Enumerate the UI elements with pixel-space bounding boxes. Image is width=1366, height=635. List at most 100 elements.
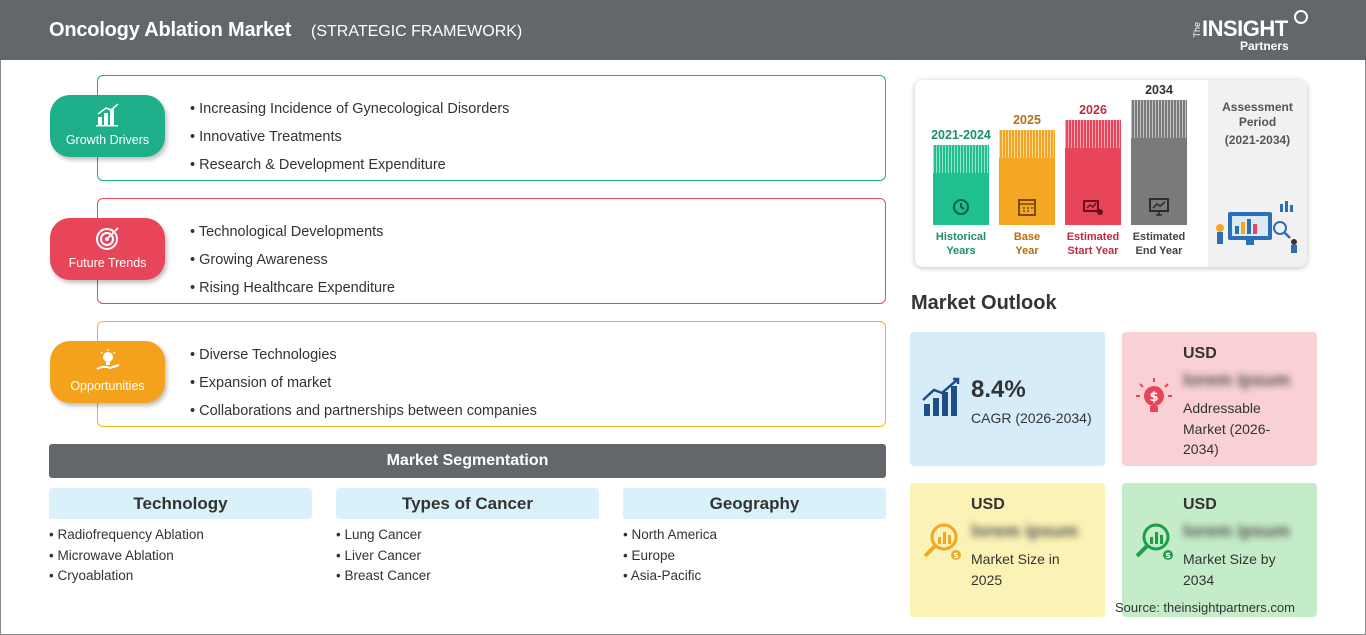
timeline-bar (933, 145, 989, 225)
page-subtitle: (STRATEGIC FRAMEWORK) (311, 23, 523, 40)
list-item: Liver Cancer (336, 546, 599, 567)
logo-ring-icon (1294, 10, 1308, 24)
cagr-label: CAGR (2026-2034) (971, 410, 1092, 426)
timeline-caption: Estimated Start Year (1051, 230, 1135, 258)
assessment-period: (2021-2034) (1224, 133, 1291, 147)
timeline-caption: Estimated End Year (1117, 230, 1201, 258)
caption-line: Historical (935, 231, 987, 243)
list-item: Cryoablation (49, 566, 312, 587)
svg-text:$: $ (1165, 551, 1171, 560)
lightbulb-hand-icon (96, 349, 120, 370)
future-trends-label: Future Trends (68, 256, 147, 270)
market-size-2034-desc: Market Size by 2034 (1183, 549, 1276, 590)
list-item: Lung Cancer (336, 525, 599, 546)
timeline-bar (1131, 100, 1187, 225)
market-size-2025-desc: Market Size in 2025 (971, 549, 1060, 590)
opportunities-list: Diverse Technologies Expansion of market… (190, 341, 537, 425)
list-item: Collaborations and partnerships between … (190, 397, 537, 425)
caption-line: End Year (1135, 245, 1183, 257)
caption-line: Start Year (1067, 245, 1119, 257)
list-item: Radiofrequency Ablation (49, 525, 312, 546)
logo-partners-text: Partners (1240, 39, 1289, 53)
currency-label: USD (1183, 345, 1217, 362)
insight-partners-logo: The INSIGHT Partners (1190, 8, 1320, 54)
future-trends-badge: Future Trends (50, 218, 165, 280)
timeline-base: 2025 (999, 113, 1055, 225)
source-citation: Source: theinsightpartners.com (1115, 600, 1295, 615)
list-item: Diverse Technologies (190, 341, 537, 369)
segment-list: North America Europe Asia-Pacific (623, 525, 886, 587)
segment-list: Radiofrequency Ablation Microwave Ablati… (49, 525, 312, 587)
growth-drivers-box: Increasing Incidence of Gynecological Di… (97, 75, 886, 181)
addressable-market-card: USD lorem ipsum $ Addressable Market (20… (1122, 332, 1317, 466)
market-outlook-title: Market Outlook (911, 292, 1057, 314)
future-trends-list: Technological Developments Growing Aware… (190, 218, 395, 302)
currency-label: USD (971, 496, 1005, 513)
opportunities-label: Opportunities (70, 379, 145, 393)
cagr-card: 8.4% CAGR (2026-2034) (910, 332, 1105, 466)
magnifier-chart-green-icon: $ (1135, 523, 1173, 560)
growth-drivers-label: Growth Drivers (65, 133, 150, 147)
caption-line: Estimated (1066, 231, 1120, 243)
assessment-title: Assessment Period (1208, 100, 1307, 130)
list-item: Europe (623, 546, 886, 567)
target-icon (96, 227, 119, 250)
market-size-2025-value: lorem ipsum (971, 521, 1079, 541)
segment-heading: Types of Cancer (336, 488, 599, 519)
magnifier-chart-icon: $ (923, 523, 961, 560)
presentation-icon (1083, 200, 1103, 215)
list-item: Growing Awareness (190, 246, 395, 274)
list-item: Rising Healthcare Expenditure (190, 274, 395, 302)
segment-types-of-cancer: Types of Cancer Lung Cancer Liver Cancer… (336, 488, 599, 587)
segment-technology: Technology Radiofrequency Ablation Micro… (49, 488, 312, 587)
timeline-start: 2026 (1065, 103, 1121, 225)
list-item: Microwave Ablation (49, 546, 312, 567)
list-item: Research & Development Expenditure (190, 151, 509, 179)
page-title: Oncology Ablation Market (49, 19, 292, 41)
desc-line: Addressable (1183, 400, 1261, 416)
timeline-year: 2026 (1079, 103, 1107, 117)
desc-line: Market Size in (971, 551, 1060, 567)
market-segmentation-header: Market Segmentation (49, 444, 886, 478)
list-item: Expansion of market (190, 369, 537, 397)
growth-chart-icon (922, 377, 960, 416)
lightbulb-dollar-icon: $ (1136, 378, 1172, 412)
timeline-caption: Historical Years (919, 230, 1003, 258)
timeline-bar (999, 130, 1055, 225)
caption-line: Estimated (1132, 231, 1186, 243)
opportunities-box: Diverse Technologies Expansion of market… (97, 321, 886, 427)
timeline-year: 2021-2024 (931, 128, 991, 142)
market-size-2034-card: USD lorem ipsum $ Market Size by 2034 (1122, 483, 1317, 617)
monitor-chart-icon (1149, 198, 1169, 216)
assessment-title-line: Period (1238, 115, 1277, 129)
bar-chart-growth-icon (96, 103, 119, 127)
timeline-caption-historical: Historical Years (933, 230, 989, 258)
list-item: Technological Developments (190, 218, 395, 246)
list-item: Increasing Incidence of Gynecological Di… (190, 95, 509, 123)
caption-line: Year (1015, 245, 1039, 257)
timeline-caption-start: Estimated Start Year (1065, 230, 1121, 258)
caption-line: Base (1013, 231, 1041, 243)
timeline-caption-base: Base Year (999, 230, 1055, 258)
addressable-market-value: lorem ipsum (1183, 370, 1291, 390)
currency-label: USD (1183, 496, 1217, 513)
market-size-2025-card: USD lorem ipsum $ Market Size in 2025 (910, 483, 1105, 617)
logo-insight-text: INSIGHT (1202, 16, 1288, 41)
history-icon (953, 199, 969, 215)
timeline-year: 2034 (1145, 83, 1173, 97)
svg-text:$: $ (1149, 390, 1158, 405)
segment-geography: Geography North America Europe Asia-Paci… (623, 488, 886, 587)
assessment-period-panel: Assessment Period (2021-2034) (1208, 80, 1307, 267)
desc-line: 2025 (971, 571, 1003, 588)
list-item: Breast Cancer (336, 566, 599, 587)
assessment-title-line: Assessment (1222, 100, 1293, 114)
opportunities-badge: Opportunities (50, 341, 165, 403)
growth-drivers-list: Increasing Incidence of Gynecological Di… (190, 95, 509, 179)
analytics-illustration-icon (1216, 201, 1297, 253)
timeline-year: 2025 (1013, 113, 1041, 127)
market-size-2034-value: lorem ipsum (1183, 521, 1291, 541)
segment-heading: Technology (49, 488, 312, 519)
growth-drivers-badge: Growth Drivers (50, 95, 165, 157)
desc-line: 2034) (1183, 441, 1219, 457)
timeline-caption-end: Estimated End Year (1131, 230, 1187, 258)
